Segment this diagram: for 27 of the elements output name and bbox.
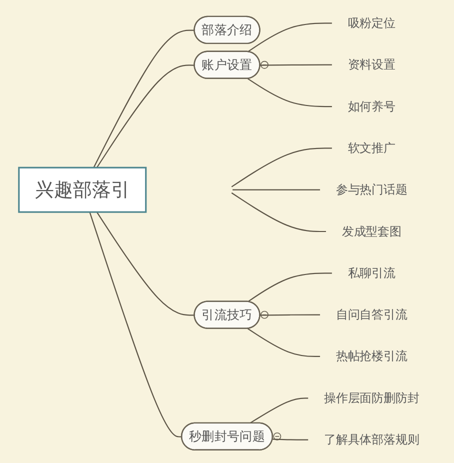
connector (231, 148, 332, 188)
connector (231, 192, 326, 232)
node-text: 发成型套图 (342, 224, 402, 238)
connector (248, 78, 332, 108)
node-text: 自问自答引流 (336, 307, 408, 322)
node-text: 热帖抢楼引流 (336, 349, 408, 364)
node-text: 资料设置 (348, 58, 396, 72)
connector (260, 314, 320, 316)
connector (272, 438, 308, 440)
connector (232, 189, 320, 190)
node-text: 私聊引流 (348, 266, 396, 280)
node-box: 兴趣部落引 (18, 166, 147, 213)
node-text: 参与热门话题 (336, 182, 408, 197)
connector (260, 64, 332, 66)
node-text: 了解具体部落规则 (324, 432, 420, 447)
node-text: 如何养号 (348, 99, 396, 114)
connector (247, 22, 332, 52)
connector (96, 64, 195, 168)
node-text: 操作层面防删防封 (324, 390, 420, 406)
connector (96, 212, 195, 316)
connector (89, 212, 182, 438)
connector (247, 272, 332, 302)
connector (93, 30, 195, 168)
connector (248, 328, 320, 358)
node-text: 软文推广 (348, 140, 396, 156)
connector (249, 398, 308, 424)
node-text: 吸粉定位 (348, 16, 396, 30)
